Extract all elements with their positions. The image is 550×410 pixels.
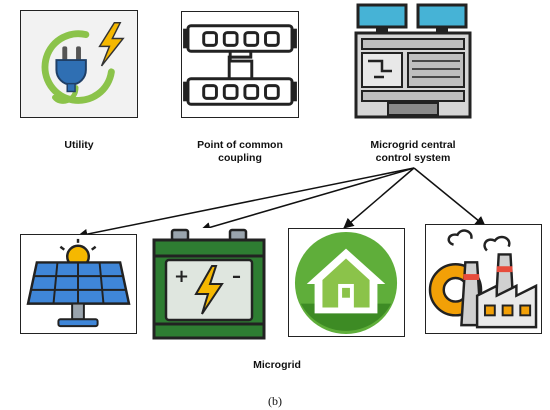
svg-text:–: –: [232, 266, 241, 287]
connection-panel-icon: [182, 12, 298, 117]
server-rack-icon: [352, 3, 474, 119]
utility-box: [20, 10, 138, 118]
pcc-label: Point of common coupling: [197, 139, 283, 164]
factory-box: [425, 224, 542, 334]
pcc-box: [181, 11, 299, 118]
house-icon: [289, 229, 404, 336]
mccs-label: Microgrid central control system: [370, 139, 456, 164]
mccs-box: [352, 3, 474, 119]
battery-box: + –: [150, 228, 268, 342]
solar-box: [20, 234, 137, 334]
battery-icon: + –: [150, 228, 268, 342]
arrow-to-solar: [76, 167, 415, 240]
arrow-to-home: [343, 167, 415, 229]
microgrid-label: Microgrid: [253, 359, 301, 371]
arrow-to-battery: [199, 167, 415, 233]
plug-lightning-icon: [21, 11, 137, 117]
figure-caption: (b): [268, 394, 282, 408]
svg-text:+: +: [174, 266, 189, 287]
solar-panel-icon: [21, 235, 136, 333]
home-box: [288, 228, 405, 337]
arrow-to-factory: [413, 167, 486, 227]
utility-label: Utility: [64, 139, 94, 151]
factory-icon: [426, 225, 541, 333]
